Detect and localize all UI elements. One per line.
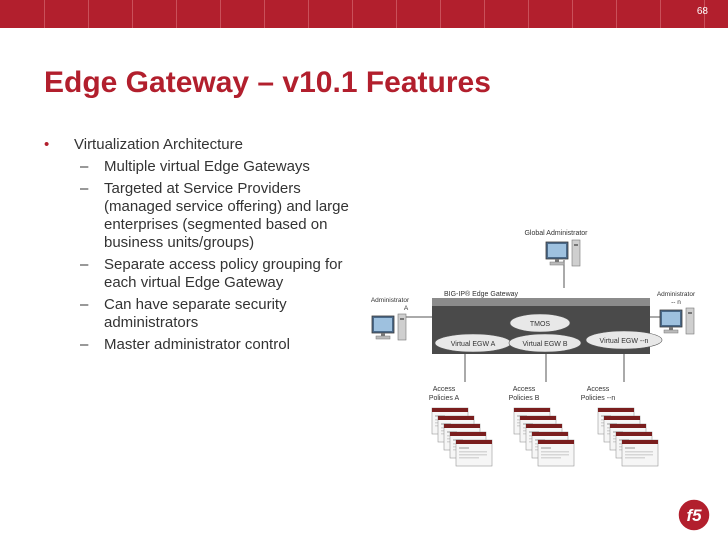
slide-title: Edge Gateway – v10.1 Features (44, 66, 491, 99)
grid-line (88, 0, 89, 28)
sub-bullet-text: Multiple virtual Edge Gateways (104, 158, 310, 175)
sub-bullet: – Can have separate security administrat… (44, 296, 354, 332)
gateway-device-top (432, 298, 650, 306)
egw-b-label: Virtual EGW B (523, 341, 568, 348)
egw-a-label: Virtual EGW A (451, 341, 496, 348)
logo-text: f5 (686, 506, 702, 525)
sub-bullet-dash: – (80, 180, 89, 197)
access-policies-n-label: Access (587, 386, 610, 393)
grid-line (484, 0, 485, 28)
bullet-dot: • (44, 136, 50, 153)
grid-line (528, 0, 529, 28)
admin-a-label: Administrator (371, 297, 410, 304)
sub-bullet: – Targeted at Service Providers (managed… (44, 180, 354, 252)
architecture-diagram: Global Administrator BIG-IP® Edge Gatewa… (371, 230, 696, 467)
grid-line (616, 0, 617, 28)
policy-screen-icon (537, 439, 575, 467)
grid-line (660, 0, 661, 28)
sub-bullet: – Multiple virtual Edge Gateways (44, 158, 354, 176)
gateway-label: BIG-IP® Edge Gateway (444, 290, 519, 298)
access-policies-n-label-2: Policies --n (581, 395, 616, 402)
global-admin-label: Global Administrator (524, 230, 588, 237)
admin-a-label-2: A (404, 305, 409, 312)
sub-bullet: – Master administrator control (44, 336, 354, 354)
sub-bullet-text: Master administrator control (104, 336, 290, 353)
bullet-list: • Virtualization Architecture – Multiple… (44, 136, 354, 358)
slide-number: 68 (696, 6, 708, 17)
grid-line (44, 0, 45, 28)
top-bar: 68 (0, 0, 728, 28)
grid-line (572, 0, 573, 28)
access-policies-b-label: Access (513, 386, 536, 393)
egw-n-oval (585, 330, 663, 350)
access-policies-a-label: Access (433, 386, 456, 393)
grid-line (396, 0, 397, 28)
admin-n-label: Administrator (657, 291, 696, 298)
sub-bullet-dash: – (80, 336, 89, 353)
sub-bullet-text: Separate access policy grouping for each… (104, 256, 343, 291)
grid-line (308, 0, 309, 28)
sub-bullet-dash: – (80, 158, 89, 175)
grid-line (440, 0, 441, 28)
policy-screen-icon (621, 439, 659, 467)
grid-line (264, 0, 265, 28)
policy-screen-icon (455, 439, 493, 467)
egw-b-oval (508, 333, 582, 353)
grid-line (132, 0, 133, 28)
grid-line (704, 0, 705, 28)
admin-n-label-2: -- n (671, 299, 681, 306)
bullet-main-text: Virtualization Architecture (74, 136, 243, 153)
admin-a-computer-icon (371, 313, 407, 341)
global-admin-computer-icon (545, 239, 581, 267)
grid-line (176, 0, 177, 28)
sub-bullet: – Separate access policy grouping for ea… (44, 256, 354, 292)
grid-line (352, 0, 353, 28)
tmos-label: TMOS (530, 321, 551, 328)
tmos-oval (509, 313, 571, 333)
egw-n-label: Virtual EGW --n (600, 338, 649, 345)
grid-line (220, 0, 221, 28)
f5-logo: f5 (677, 498, 711, 532)
access-policies-a-label-2: Policies A (429, 395, 460, 402)
sub-bullet-dash: – (80, 296, 89, 313)
bullet-main: • Virtualization Architecture (44, 136, 354, 154)
sub-bullet-text: Can have separate security administrator… (104, 296, 287, 331)
admin-n-computer-icon (659, 307, 695, 335)
sub-bullet-dash: – (80, 256, 89, 273)
access-policies-b-label-2: Policies B (509, 395, 540, 402)
sub-bullet-text: Targeted at Service Providers (managed s… (104, 180, 349, 251)
